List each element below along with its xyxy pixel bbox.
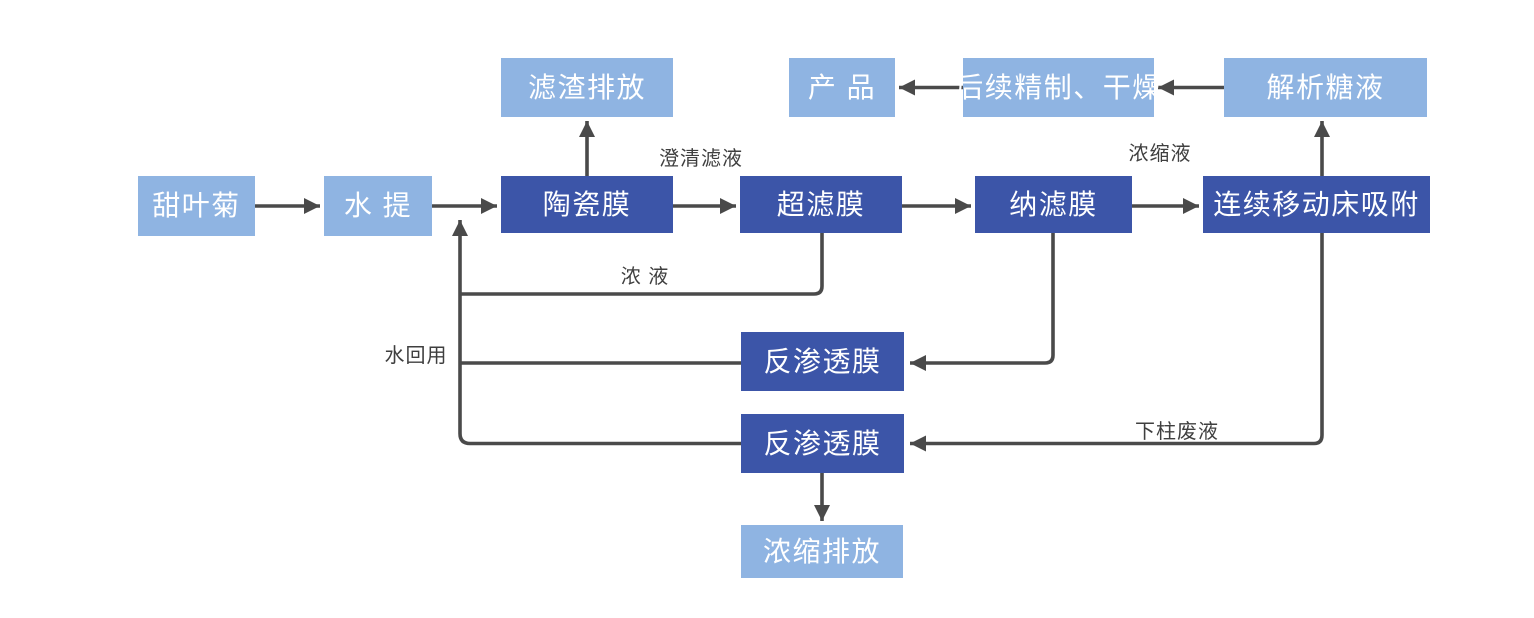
node-residue-discharge-label: 滤渣排放 — [528, 72, 646, 103]
node-stevia-label: 甜叶菊 — [152, 190, 241, 221]
arrow-nanofiltration-to-reverse-osmosis-1 — [910, 233, 1055, 371]
node-nanofiltration-membrane-box — [975, 176, 1132, 233]
edges — [255, 79, 1330, 521]
edge-label-water-reuse: 水回用 — [385, 344, 448, 367]
node-stevia-box — [138, 176, 255, 236]
node-residue-discharge: 滤渣排放 — [501, 58, 673, 117]
node-product-label: 产 品 — [808, 72, 876, 103]
node-nanofiltration-membrane: 纳滤膜 — [975, 176, 1132, 233]
node-reverse-osmosis-1-box — [741, 332, 904, 391]
node-stevia: 甜叶菊 — [138, 176, 255, 236]
edge-labels: 澄清滤液 浓缩液 浓 液 水回用 下柱废液 — [385, 142, 1219, 443]
node-water-extraction: 水 提 — [324, 176, 432, 236]
node-reverse-osmosis-2-label: 反渗透膜 — [763, 428, 881, 459]
edge-label-concentrate: 浓 液 — [621, 265, 670, 288]
line-ultrafiltration-concentrate-return — [461, 233, 824, 296]
node-product: 产 品 — [789, 58, 895, 117]
arrow-adsorption-to-reverse-osmosis-2 — [910, 233, 1324, 452]
node-concentrate-discharge: 浓缩排放 — [741, 525, 903, 578]
node-desorbed-sugar-liquid-box — [1224, 58, 1427, 117]
node-refining-drying-label: 后续精制、干燥 — [955, 72, 1162, 103]
edge-label-clarified-filtrate: 澄清滤液 — [659, 147, 743, 170]
node-ultrafiltration-membrane-box — [740, 176, 902, 233]
node-residue-discharge-box — [501, 58, 673, 117]
edge-label-column-waste-liquid: 下柱废液 — [1135, 420, 1219, 443]
node-reverse-osmosis-1: 反渗透膜 — [741, 332, 904, 391]
edge-label-concentrated-liquid: 浓缩液 — [1129, 142, 1192, 165]
node-ultrafiltration-membrane-label: 超滤膜 — [777, 189, 866, 220]
node-refining-drying: 后续精制、干燥 — [955, 58, 1162, 117]
node-ceramic-membrane-box — [501, 176, 673, 233]
node-ultrafiltration-membrane: 超滤膜 — [740, 176, 902, 233]
node-water-extraction-label: 水 提 — [344, 190, 412, 221]
node-ceramic-membrane: 陶瓷膜 — [501, 176, 673, 233]
node-product-box — [789, 58, 895, 117]
node-reverse-osmosis-1-label: 反渗透膜 — [763, 346, 881, 377]
nodes: 甜叶菊 水 提 陶瓷膜 超滤膜 纳滤膜 连续移动床吸附 滤渣排放 — [138, 58, 1430, 578]
node-moving-bed-adsorption: 连续移动床吸附 — [1203, 176, 1430, 233]
node-water-extraction-box — [324, 176, 432, 236]
node-ceramic-membrane-label: 陶瓷膜 — [543, 189, 632, 220]
node-moving-bed-adsorption-box — [1203, 176, 1430, 233]
node-concentrate-discharge-box — [741, 525, 903, 578]
node-reverse-osmosis-2: 反渗透膜 — [741, 414, 904, 473]
node-moving-bed-adsorption-label: 连续移动床吸附 — [1213, 189, 1420, 220]
node-desorbed-sugar-liquid-label: 解析糖液 — [1266, 72, 1384, 103]
arrow-water-reuse-return — [452, 220, 741, 446]
node-refining-drying-box — [963, 58, 1154, 117]
node-reverse-osmosis-2-box — [741, 414, 904, 473]
node-nanofiltration-membrane-label: 纳滤膜 — [1009, 189, 1098, 220]
node-desorbed-sugar-liquid: 解析糖液 — [1224, 58, 1427, 117]
node-concentrate-discharge-label: 浓缩排放 — [763, 536, 881, 567]
